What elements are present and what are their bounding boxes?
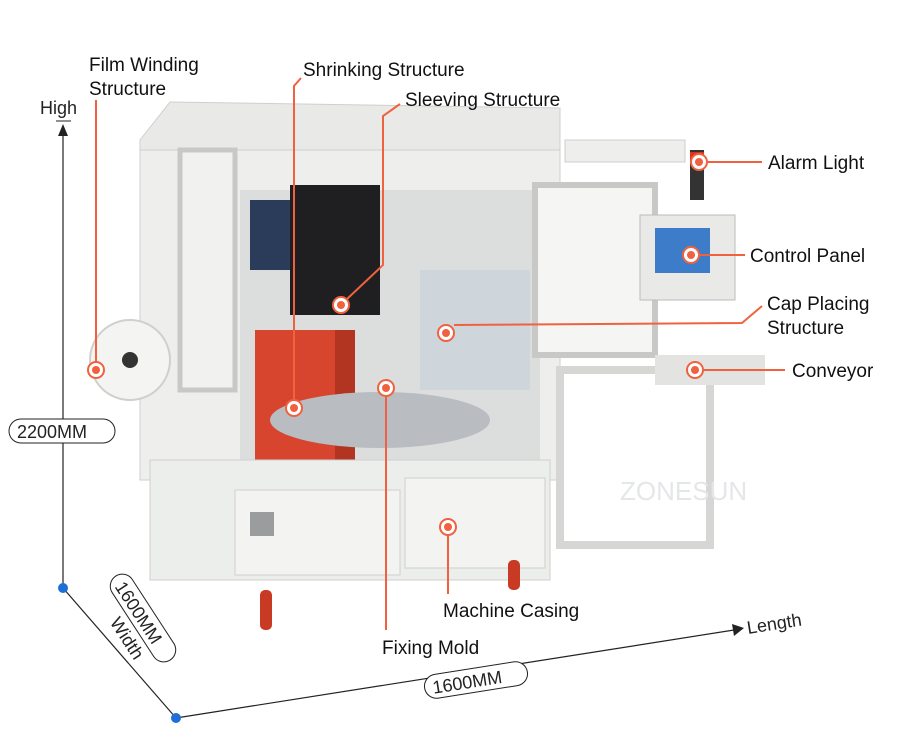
dimension-dot [171,713,181,723]
svg-text:Machine Casing: Machine Casing [443,601,579,622]
machine-illustration: ZONESUN [89,101,765,630]
height-label: High [40,98,77,118]
callout-film-winding: Film Winding Structure [87,55,199,379]
svg-text:Sleeving Structure: Sleeving Structure [405,90,560,111]
svg-text:Control Panel: Control Panel [750,246,865,267]
watermark: ZONESUN [620,476,747,506]
callout-conveyor: Conveyor [686,361,874,382]
svg-text:Conveyor: Conveyor [792,361,874,382]
svg-text:Structure: Structure [89,79,166,100]
height-value: 2200MM [17,422,87,442]
callout-control-panel: Control Panel [682,246,865,267]
callout-shrinking: Shrinking Structure [285,60,465,417]
callouts: Film Winding Structure Shrinking Structu… [87,55,874,659]
callout-sleeving: Sleeving Structure [332,90,560,314]
svg-text:Fixing Mold: Fixing Mold [382,638,479,659]
dimension-dot [58,583,68,593]
svg-text:Structure: Structure [767,318,844,339]
svg-text:Alarm Light: Alarm Light [768,153,865,174]
arrow-right-icon [732,624,744,636]
svg-text:Shrinking Structure: Shrinking Structure [303,60,465,81]
callout-fixing-mold: Fixing Mold [377,379,479,659]
callout-cap-placing: Cap Placing Structure [437,294,869,342]
svg-text:Film Winding: Film Winding [89,55,199,76]
length-label: Length [745,610,803,638]
arrow-up-icon [58,124,68,136]
callout-machine-casing: Machine Casing [439,518,579,622]
svg-text:Cap Placing: Cap Placing [767,294,869,315]
callout-alarm-light: Alarm Light [690,153,865,174]
